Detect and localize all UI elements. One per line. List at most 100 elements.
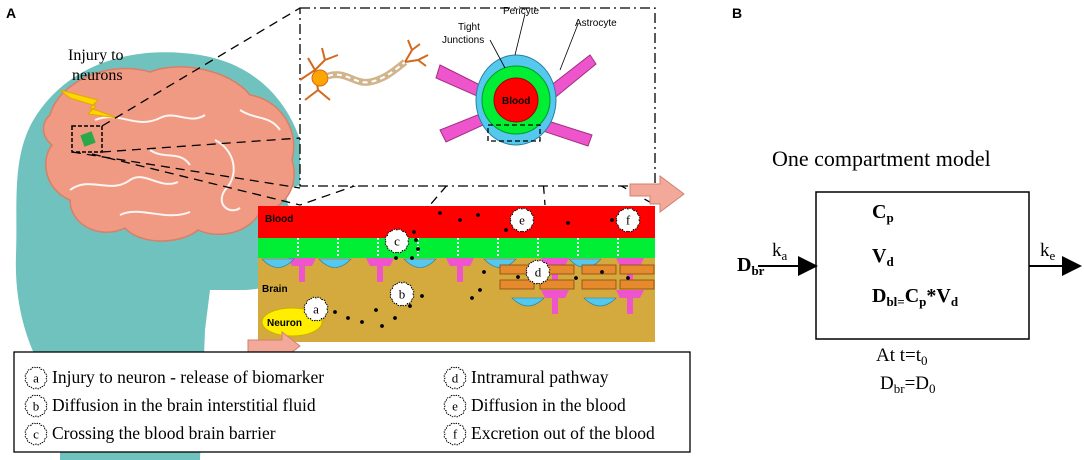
- astrocyte-label: Astrocyte: [575, 18, 617, 29]
- biomarker-dot: [412, 230, 416, 234]
- astrocyte-foot: [288, 258, 316, 282]
- injury-label: Injury to: [68, 47, 124, 64]
- biomarker-dot: [374, 308, 378, 312]
- vd-label: Vd: [872, 245, 894, 269]
- biomarker-dots: [333, 211, 630, 328]
- legend-b-letter: b: [33, 399, 40, 414]
- pericytes: [261, 258, 617, 307]
- tight-junctions-label: Tight: [458, 22, 480, 33]
- marker-f-letter: f: [626, 213, 631, 228]
- biomarker-dot: [420, 294, 424, 298]
- inset-pointer-lines: [489, 13, 579, 71]
- pericyte-cell: [511, 297, 545, 307]
- astrocyte-foot: [616, 290, 644, 314]
- intramural-block: [581, 264, 617, 275]
- panel-b-label: B: [732, 5, 742, 21]
- biomarker-dot: [438, 211, 442, 215]
- biomarker-dot: [476, 213, 480, 217]
- legend-a-letter: a: [33, 371, 39, 386]
- pericyte-cell: [318, 258, 352, 268]
- cross-section: [258, 206, 655, 342]
- legend-box: [13, 351, 691, 453]
- biomarker-dot: [360, 320, 364, 324]
- biomarker-dot: [333, 310, 337, 314]
- marker-b-badge: [389, 281, 415, 307]
- model-title: One compartment model: [772, 146, 991, 171]
- biomarker-dot: [416, 247, 420, 251]
- compartment-box: [815, 191, 1030, 340]
- astrocyte-foot: [366, 258, 394, 282]
- biomarker-dot: [458, 218, 462, 222]
- neuron-drawing: [299, 39, 429, 101]
- injury-label-2: neurons: [72, 67, 123, 84]
- vessel-cross-section: [435, 54, 597, 147]
- marker-c-letter: c: [394, 234, 400, 249]
- biomarker-dot: [393, 316, 397, 320]
- legend-item-e: Diffusion in the blood: [471, 395, 626, 415]
- legend-e-letter: e: [452, 399, 458, 414]
- zoom-box: [71, 125, 103, 153]
- lightning-icon: [59, 89, 119, 119]
- legend-item-f: Excretion out of the blood: [471, 423, 655, 443]
- biomarker-dot: [346, 316, 350, 320]
- marker-d-badge: [525, 259, 551, 285]
- diagram-markers: a b c d e f: [303, 207, 641, 322]
- ka-label: ka: [772, 240, 788, 263]
- initial-dose: Dbr=D0: [880, 373, 936, 396]
- biomarker-dot: [610, 218, 614, 222]
- legend-a-badge: [24, 366, 48, 390]
- biomarker-dot: [408, 304, 412, 308]
- intramural-block: [499, 279, 535, 290]
- marker-a-letter: a: [313, 302, 319, 317]
- legend-c-badge: [24, 422, 48, 446]
- marker-d-letter: d: [535, 265, 542, 280]
- biomarker-dot: [414, 238, 418, 242]
- intramural-block: [581, 279, 617, 290]
- biomarker-dot: [470, 296, 474, 300]
- endothelial-junctions: [297, 238, 619, 258]
- pericyte-cell: [261, 258, 295, 268]
- biomarker-dot: [600, 270, 604, 274]
- marker-f-badge: [615, 207, 641, 233]
- legend-d-letter: d: [452, 371, 459, 386]
- marker-b-letter: b: [399, 287, 406, 302]
- biomarker-dot: [504, 228, 508, 232]
- blood-layer: [258, 206, 655, 238]
- intramural-block: [619, 264, 655, 275]
- marker-c-badge: [384, 228, 410, 254]
- pericyte-label: Pericyte: [503, 6, 540, 17]
- brain: [42, 66, 295, 242]
- marker-a-badge: [303, 296, 329, 322]
- legend-f-badge: [443, 422, 467, 446]
- pericyte-cell: [583, 297, 617, 307]
- marker-e-letter: e: [519, 213, 525, 228]
- biomarker-dot: [380, 324, 384, 328]
- legend-item-d: Intramural pathway: [471, 367, 609, 387]
- legend-b-badge: [24, 394, 48, 418]
- biomarker-dot: [482, 270, 486, 274]
- pericyte-cell: [403, 258, 437, 268]
- zoom-cell: [80, 131, 96, 147]
- excretion-arrow: [629, 175, 685, 213]
- initial-time: At t=t0: [876, 345, 928, 368]
- tight-junctions-label-2: Junctions: [442, 35, 484, 46]
- cp-label: Cp: [872, 201, 894, 225]
- biomarker-dot: [394, 256, 398, 260]
- panel-a-label: A: [6, 5, 16, 21]
- cross-neuron-label: Neuron: [267, 318, 302, 329]
- marker-e-badge: [509, 207, 535, 233]
- inset-blood-label: Blood: [502, 96, 530, 107]
- legend-item-b: Diffusion in the brain interstitial flui…: [52, 395, 316, 415]
- endothelium-layer: [258, 238, 655, 258]
- biomarker-dot: [516, 275, 520, 279]
- biomarker-dot: [566, 221, 570, 225]
- ke-label: ke: [1040, 240, 1056, 263]
- legend-f-letter: f: [453, 427, 458, 442]
- intramural-block: [539, 279, 575, 290]
- astrocyte-foot: [541, 290, 569, 314]
- biomarker-dot: [478, 288, 482, 292]
- cross-blood-label: Blood: [265, 214, 293, 225]
- dbl-equation: Dbl=Cp*Vd: [872, 285, 959, 309]
- legend-e-badge: [443, 394, 467, 418]
